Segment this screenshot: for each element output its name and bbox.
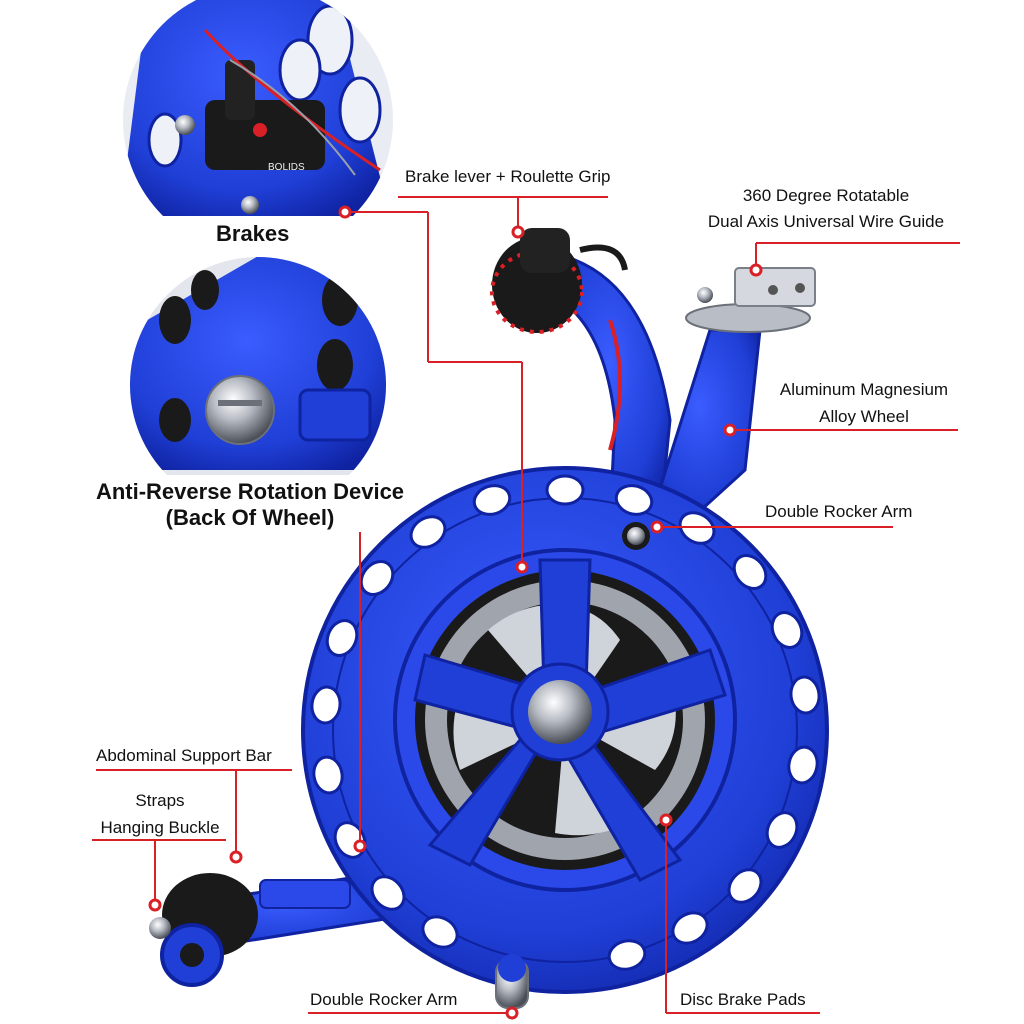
wire-guide-line2: Dual Axis Universal Wire Guide bbox=[707, 212, 945, 231]
anti-reverse-label: Anti-Reverse Rotation Device (Back Of Wh… bbox=[70, 479, 430, 531]
straps-label: Straps Hanging Buckle bbox=[80, 787, 240, 841]
disc-brake-label: Disc Brake Pads bbox=[680, 990, 806, 1009]
brake-lever-grip bbox=[490, 228, 628, 451]
anti-reverse-line1: Anti-Reverse Rotation Device bbox=[95, 479, 405, 504]
wire-guide bbox=[685, 267, 816, 333]
alloy-wheel-label: Aluminum Magnesium Alloy Wheel bbox=[765, 376, 963, 430]
rocker-arm-top-label: Double Rocker Arm bbox=[765, 502, 913, 521]
anti-reverse-line2: (Back Of Wheel) bbox=[165, 505, 335, 530]
wire-guide-label: 360 Degree Rotatable Dual Axis Universal… bbox=[690, 183, 962, 235]
abdominal-support-handle bbox=[149, 873, 258, 987]
brand-engraving: BOLIDS bbox=[268, 162, 305, 173]
straps-line2: Hanging Buckle bbox=[100, 818, 220, 837]
wheel-cutouts bbox=[310, 474, 821, 971]
rocker-arm-top bbox=[622, 522, 650, 550]
abdominal-support-label: Abdominal Support Bar bbox=[96, 746, 272, 765]
rocker-arm-bottom-label: Double Rocker Arm bbox=[310, 990, 458, 1009]
kite-reel bbox=[149, 228, 829, 1009]
leader-dots bbox=[148, 205, 763, 1020]
alloy-line2: Alloy Wheel bbox=[819, 407, 909, 426]
wire-guide-line1: 360 Degree Rotatable bbox=[742, 186, 910, 205]
straps-line1: Straps bbox=[135, 791, 185, 810]
leader-lines bbox=[92, 196, 960, 1014]
brake-lever-label: Brake lever + Roulette Grip bbox=[405, 167, 611, 186]
rocker-arm-bottom bbox=[495, 954, 529, 1009]
brakes-inset: BOLIDS bbox=[120, 0, 400, 220]
alloy-line1: Aluminum Magnesium bbox=[779, 380, 949, 399]
anti-reverse-inset bbox=[130, 257, 386, 475]
brakes-label: Brakes bbox=[216, 221, 290, 246]
